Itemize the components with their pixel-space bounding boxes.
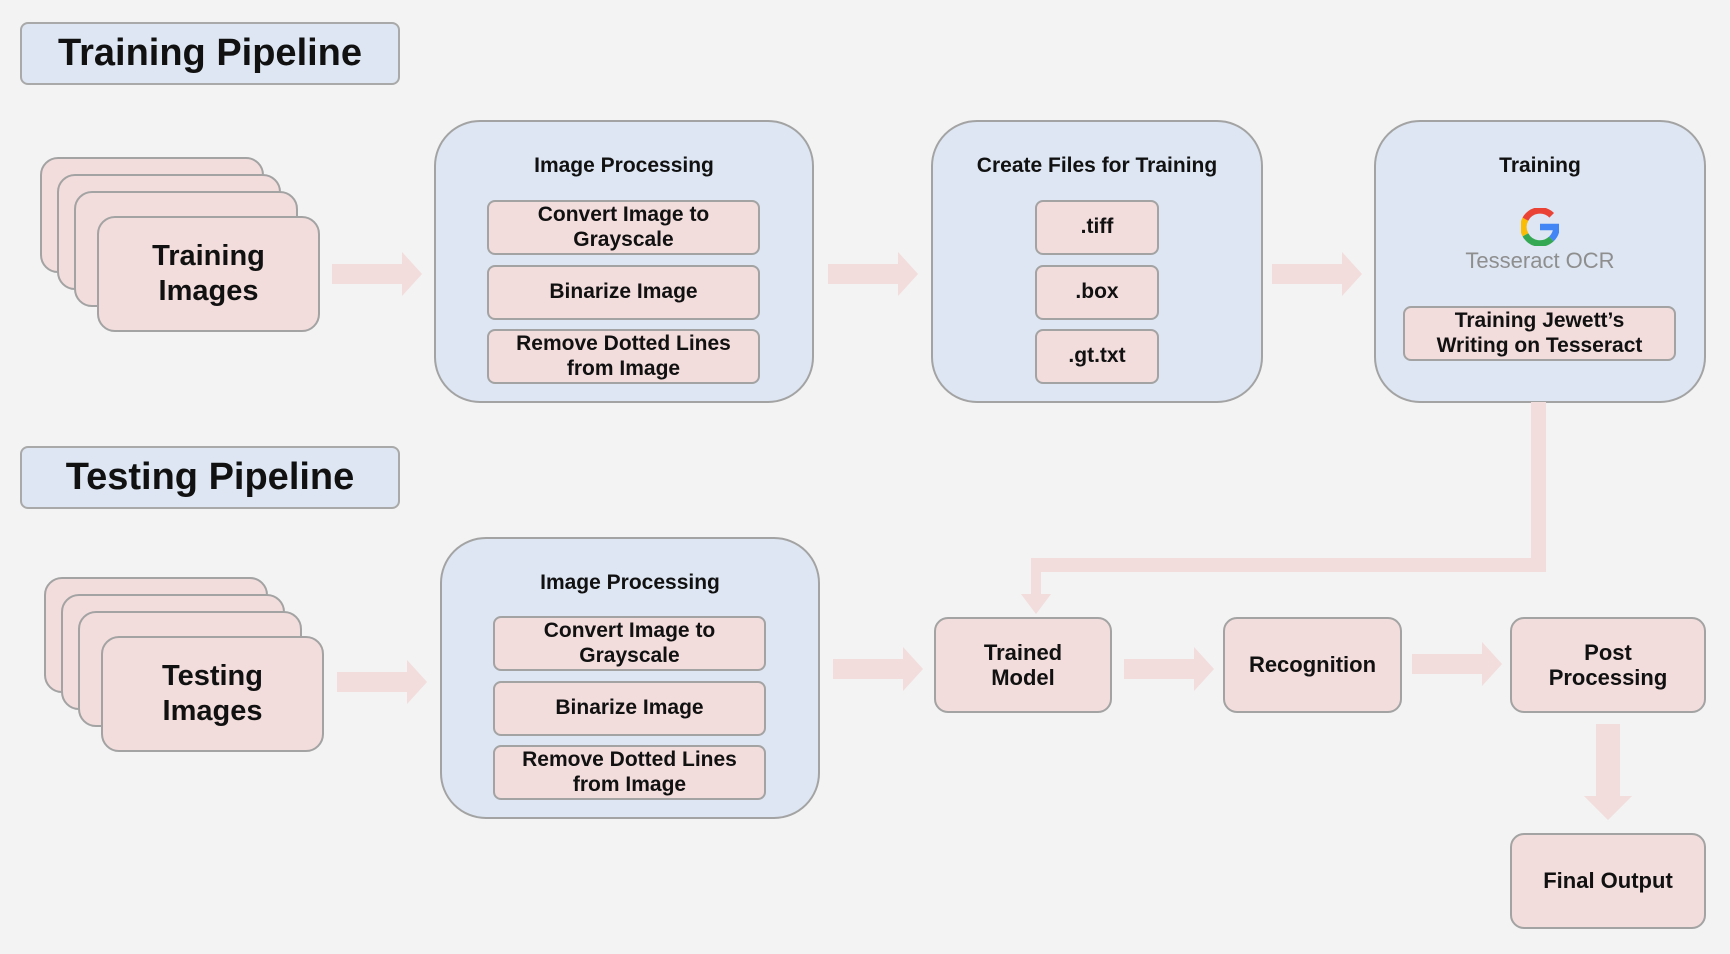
file-gt-txt: .gt.txt [1035, 329, 1159, 384]
arrow-post-processing-to-final-output [1584, 724, 1632, 820]
arrow-processing-to-trained-model [833, 647, 923, 691]
file-tiff-label: .tiff [1080, 215, 1114, 239]
training-step-remove-lines-label: Remove Dotted Lines from Image [516, 332, 731, 380]
training-step-binarize: Binarize Image [487, 265, 760, 320]
testing-step-remove-lines-label: Remove Dotted Lines from Image [522, 748, 737, 796]
file-box: .box [1035, 265, 1159, 320]
google-g-icon [1521, 208, 1559, 246]
tesseract-logo: Tesseract OCR [1376, 208, 1704, 274]
post-processing-label: Post Processing [1548, 639, 1668, 690]
file-tiff: .tiff [1035, 200, 1159, 255]
training-pipeline-title: Training Pipeline [57, 32, 363, 74]
testing-step-grayscale-label: Convert Image to Grayscale [543, 619, 716, 667]
training-images-card: Training Images [97, 216, 320, 332]
training-step-grayscale: Convert Image to Grayscale [487, 200, 760, 255]
testing-step-binarize: Binarize Image [493, 681, 766, 736]
file-box-label: .box [1075, 280, 1119, 304]
arrow-processing-to-create-files [828, 252, 918, 296]
final-output-node: Final Output [1510, 833, 1706, 929]
training-pipeline-header: Training Pipeline [20, 22, 400, 85]
arrow-training-to-trained-model [1021, 402, 1546, 614]
training-panel-title: Training [1499, 154, 1581, 177]
testing-pipeline-title: Testing Pipeline [65, 456, 355, 498]
post-processing-node: Post Processing [1510, 617, 1706, 713]
testing-step-binarize-label: Binarize Image [555, 696, 704, 720]
testing-images-card: Testing Images [101, 636, 324, 752]
testing-pipeline-header: Testing Pipeline [20, 446, 400, 509]
tesseract-logo-text: Tesseract OCR [1465, 248, 1615, 273]
testing-image-processing-title: Image Processing [540, 571, 720, 594]
training-step-remove-lines: Remove Dotted Lines from Image [487, 329, 760, 384]
arrow-create-files-to-training [1272, 252, 1362, 296]
testing-images-label: Testing Images [162, 660, 263, 727]
training-images-label: Training Images [152, 240, 265, 307]
training-step-binarize-label: Binarize Image [549, 280, 698, 304]
training-image-processing-title: Image Processing [534, 154, 714, 177]
testing-step-grayscale: Convert Image to Grayscale [493, 616, 766, 671]
trained-model-node: Trained Model [934, 617, 1112, 713]
trained-model-label: Trained Model [983, 639, 1063, 690]
final-output-label: Final Output [1543, 868, 1673, 894]
training-jewett-step-label: Training Jewett’s Writing on Tesseract [1436, 309, 1643, 357]
file-gt-txt-label: .gt.txt [1068, 344, 1126, 368]
recognition-node: Recognition [1223, 617, 1402, 713]
testing-step-remove-lines: Remove Dotted Lines from Image [493, 745, 766, 800]
create-files-title: Create Files for Training [976, 154, 1218, 177]
arrow-training-images-to-processing [332, 252, 422, 296]
recognition-label: Recognition [1248, 652, 1377, 678]
arrow-trained-model-to-recognition [1124, 647, 1214, 691]
arrow-recognition-to-post-processing [1412, 642, 1502, 686]
training-jewett-step: Training Jewett’s Writing on Tesseract [1403, 306, 1676, 361]
training-step-grayscale-label: Convert Image to Grayscale [537, 203, 710, 251]
arrow-testing-images-to-processing [337, 660, 427, 704]
